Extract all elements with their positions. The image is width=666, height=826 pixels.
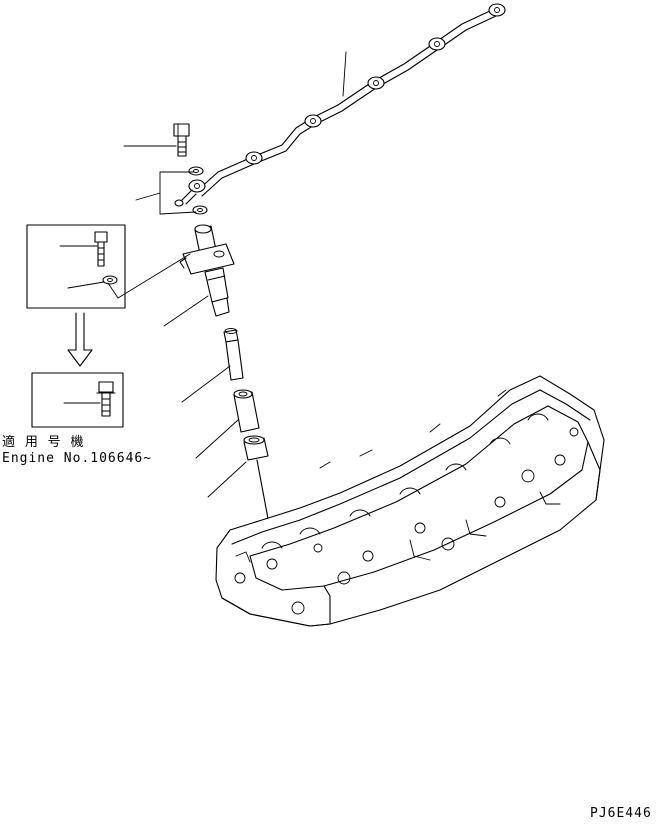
replacement-arrow	[67, 312, 93, 367]
fuel-injector	[179, 224, 235, 317]
clamp-washer-old	[102, 275, 118, 285]
fuel-injection-pipe	[174, 3, 506, 207]
leader-line-clamp-washer	[67, 281, 105, 289]
engine-serial-label: Engine No.106646~	[2, 451, 153, 466]
cylinder-head	[215, 375, 605, 627]
applicable-serial-heading: 適 用 号 機	[2, 435, 85, 450]
installation-line	[256, 459, 270, 525]
leader-line-pipe	[342, 51, 347, 97]
leader-line-pin	[181, 365, 231, 403]
inset-box-old-parts	[26, 224, 126, 309]
flange-bolt-new	[96, 381, 116, 417]
clamp-bolt-old	[94, 231, 108, 267]
washer-lower	[192, 205, 208, 215]
leader-line-injector	[163, 295, 209, 327]
leader-line-washers	[135, 192, 161, 201]
nozzle-pin	[223, 328, 244, 381]
banjo-bolt	[173, 123, 190, 157]
nozzle-sleeve	[233, 389, 260, 433]
washer-upper	[188, 166, 204, 176]
drawing-code: PJ6E446	[590, 806, 652, 821]
washer-group-bracket	[159, 171, 197, 215]
leader-line-seat	[207, 461, 247, 498]
inset-pointer	[107, 253, 191, 299]
leader-line-sleeve	[195, 419, 239, 459]
nozzle-seat	[243, 435, 269, 461]
inset-box-new-parts	[31, 372, 124, 428]
